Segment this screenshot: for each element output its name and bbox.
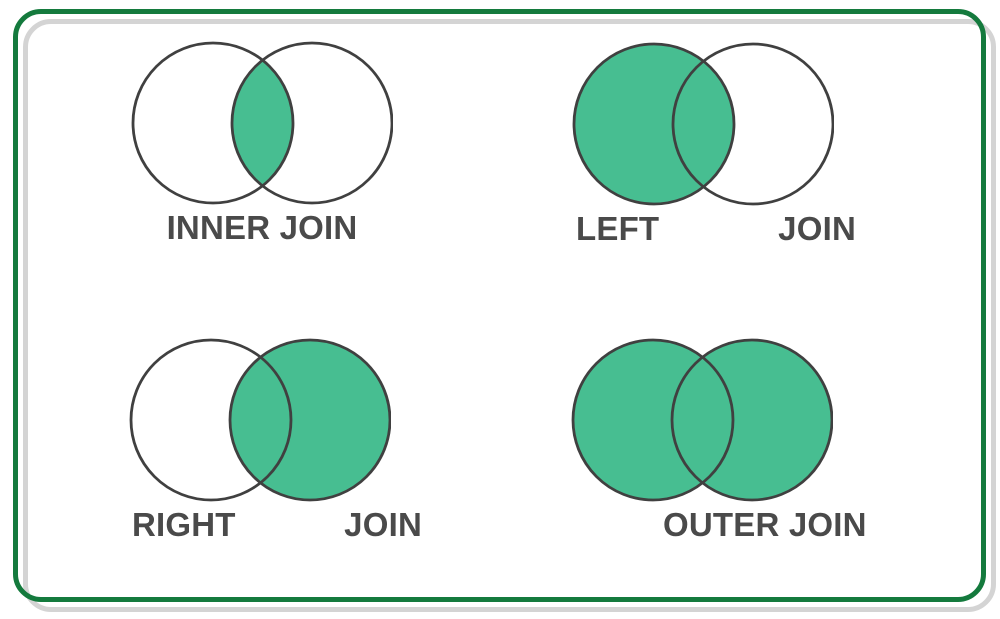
venn-left-join: LEFT JOIN xyxy=(572,41,856,245)
left-join-label-left: LEFT xyxy=(576,210,660,247)
venn-diagram-outer-join xyxy=(571,338,833,502)
venn-right-join: RIGHT JOIN xyxy=(129,337,422,541)
venn-diagram-inner-join xyxy=(131,41,393,205)
left-circle-outline xyxy=(571,338,735,502)
venn-outer-join: OUTER JOIN xyxy=(571,337,867,541)
right-join-label: RIGHT JOIN xyxy=(132,508,422,541)
left-join-label-right: JOIN xyxy=(778,210,856,247)
intersection-lens xyxy=(232,43,293,203)
left-join-label: LEFT JOIN xyxy=(576,212,856,245)
right-circle-outline xyxy=(670,338,833,502)
right-circle-outline xyxy=(230,41,393,205)
left-circle-outline xyxy=(131,41,295,205)
left-circle-fill xyxy=(574,44,734,204)
right-circle-fill xyxy=(230,340,390,500)
right-circle-outline xyxy=(671,42,834,206)
inner-join-label-text: INNER JOIN xyxy=(166,209,358,246)
right-join-label-left: RIGHT xyxy=(132,506,236,543)
right-circle-outline xyxy=(228,338,391,502)
right-join-label-right: JOIN xyxy=(344,506,422,543)
left-circle-outline xyxy=(129,338,293,502)
outer-join-label: OUTER JOIN xyxy=(663,508,867,541)
right-circle-fill xyxy=(672,340,832,500)
venn-diagram-right-join xyxy=(129,338,391,502)
outer-join-label-text: OUTER JOIN xyxy=(663,506,867,543)
venn-diagram-left-join xyxy=(572,42,834,206)
inner-join-label: INNER JOIN xyxy=(131,211,393,244)
left-circle-outline xyxy=(572,42,736,206)
venn-inner-join: INNER JOIN xyxy=(131,40,393,244)
